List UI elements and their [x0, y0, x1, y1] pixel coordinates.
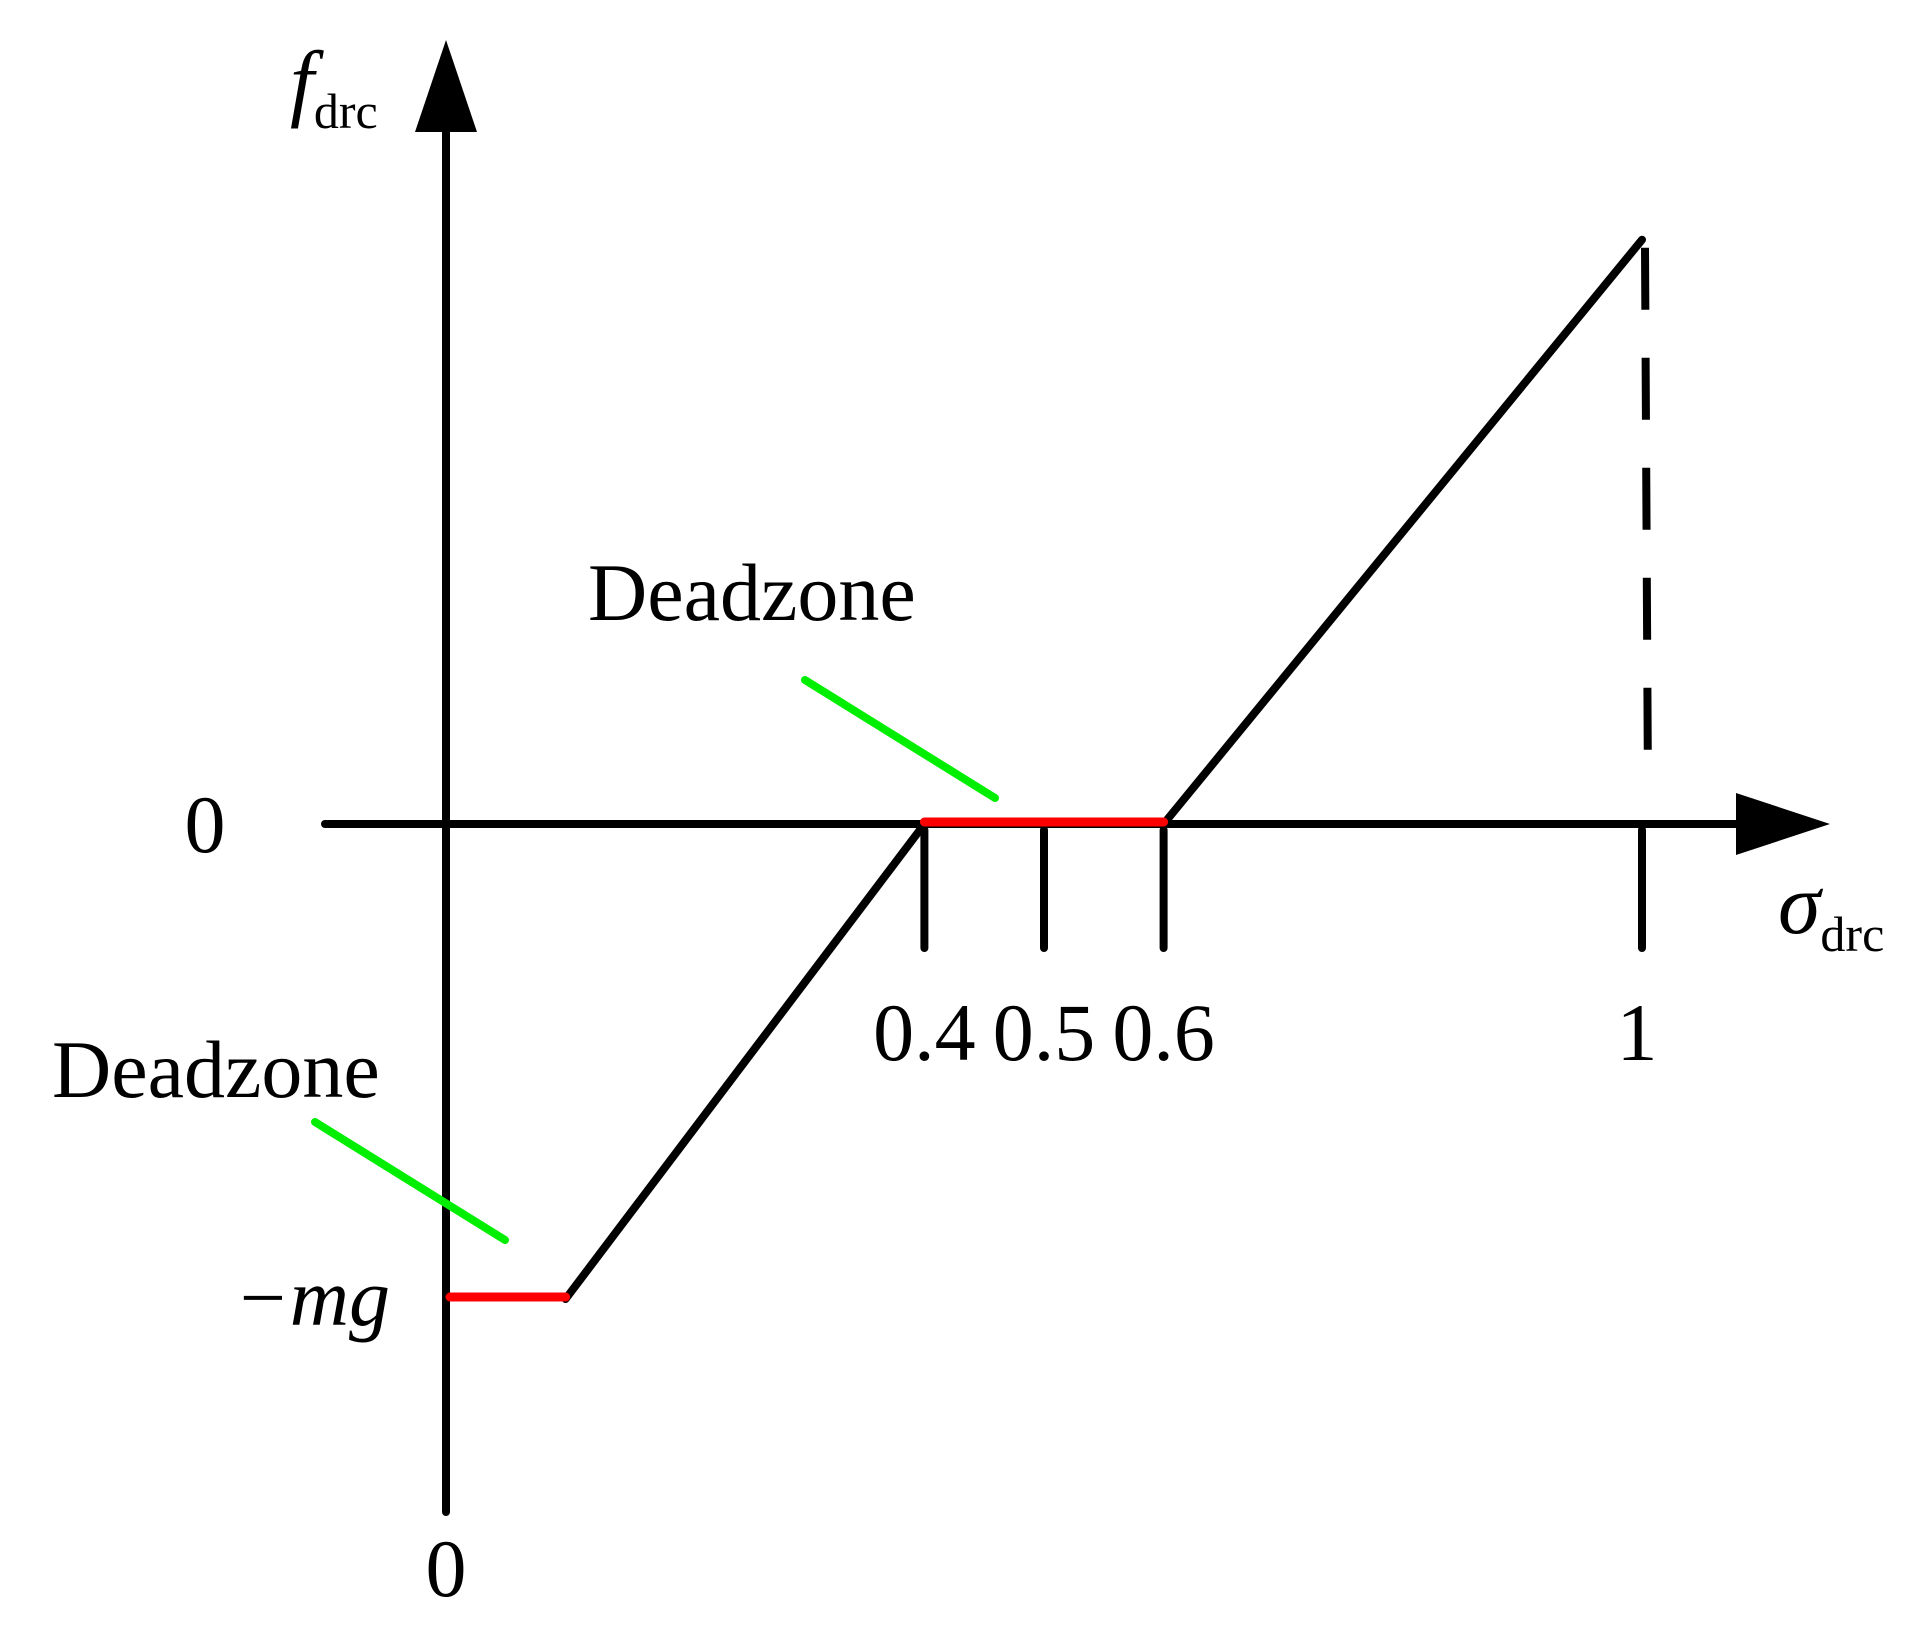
- y-tick-label-0: 0: [185, 779, 226, 870]
- response-curve: [561, 235, 1646, 1303]
- dashed-drop-line: [1641, 247, 1652, 797]
- x-tick-label: 0.5: [993, 987, 1096, 1078]
- y-tick-label-minus-mg: −mg: [234, 1252, 390, 1343]
- x-tick-label: 0.4: [873, 987, 976, 1078]
- data-marks: [445, 235, 1652, 1303]
- y-axis-subscript: drc: [314, 83, 378, 139]
- deadzone-label-upper: Deadzone: [588, 547, 916, 638]
- deadzone-pointer-upper: [801, 676, 999, 802]
- annotation-group: [311, 676, 999, 1244]
- x-axis-subscript: drc: [1820, 906, 1884, 962]
- deadzone-label-lower: Deadzone: [52, 1024, 380, 1115]
- x-tick-label: 0.6: [1112, 987, 1215, 1078]
- x-tick-label: 1: [1617, 987, 1658, 1078]
- x-axis-label: σdrc: [1778, 856, 1884, 962]
- x-axis-symbol: σ: [1778, 856, 1824, 952]
- y-axis-arrowhead: [415, 40, 477, 132]
- origin-label: 0: [426, 1523, 467, 1614]
- y-axis-label: fdrc: [290, 33, 378, 139]
- deadzone-pointer-lower: [311, 1118, 509, 1244]
- x-axis-arrowhead: [1736, 793, 1830, 855]
